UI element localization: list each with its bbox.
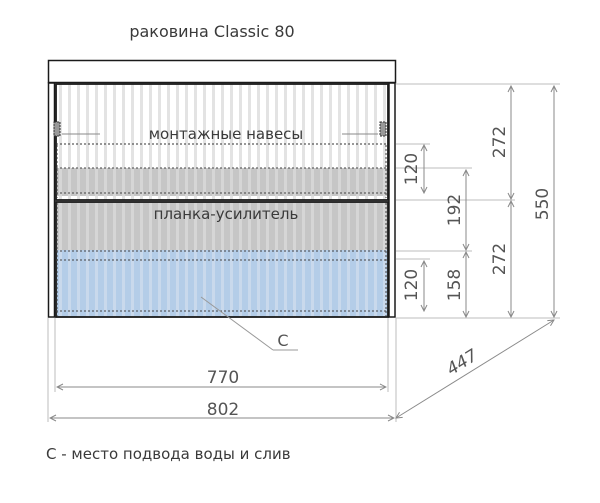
extension-lines	[47, 83, 560, 422]
horizontal-dimensions	[50, 320, 554, 418]
dim-inner-width: 770	[207, 368, 239, 388]
blue-zone	[56, 250, 388, 317]
dim-lower-gap: 120	[402, 269, 422, 301]
grey-band	[56, 168, 388, 196]
label-mounting-hangers: монтажные навесы	[149, 125, 304, 143]
mounting-hanger-right	[342, 121, 387, 137]
right-side-panel	[388, 82, 396, 318]
mounting-hanger-left	[53, 121, 100, 137]
lower-drawer	[55, 201, 389, 318]
dim-bottom-height: 158	[445, 269, 465, 301]
dim-upper-gap: 120	[402, 153, 422, 185]
label-stiffener: планка-усилитель	[154, 205, 299, 223]
vertical-dimensions	[424, 86, 554, 317]
dim-total-height: 550	[533, 188, 553, 220]
left-side-panel	[47, 82, 56, 318]
dim-outer-width: 802	[207, 400, 239, 420]
legend-c: C - место подвода воды и слив	[46, 445, 291, 463]
dim-depth: 447	[443, 346, 481, 380]
c-marker: C	[277, 331, 288, 350]
dim-mid-height: 192	[445, 194, 465, 226]
drawing-title: раковина Classic 80	[129, 22, 294, 41]
upper-drawer	[55, 83, 389, 201]
dim-lower-drawer: 272	[490, 243, 510, 275]
sink-top	[47, 59, 397, 84]
dim-upper-drawer: 272	[490, 126, 510, 158]
c-leader-line	[200, 296, 274, 351]
